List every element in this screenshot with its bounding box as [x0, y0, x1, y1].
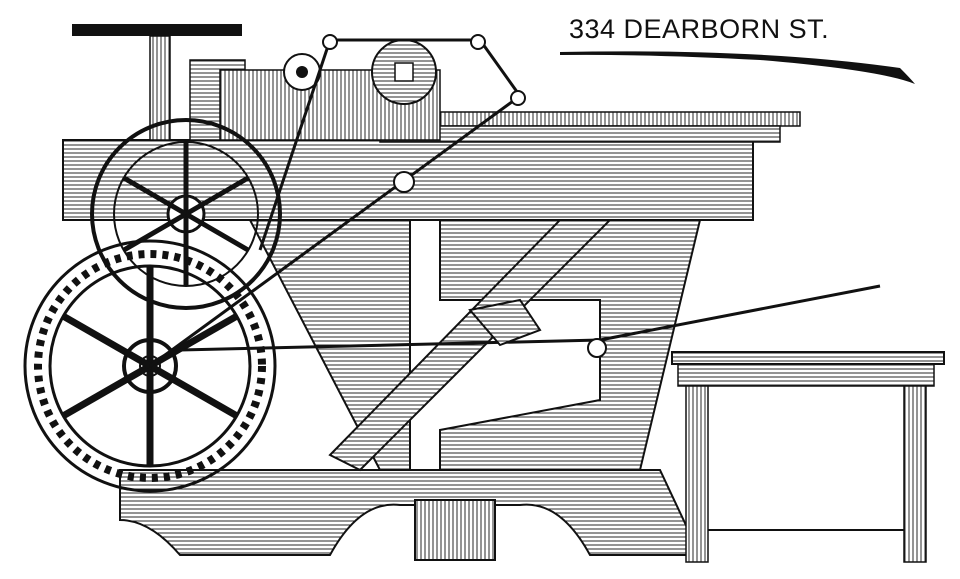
pivot-points: [322, 34, 607, 358]
caption-swash: [560, 51, 915, 84]
connecting-rods: [149, 38, 881, 368]
address-caption: 334 DEARBORN ST.: [569, 14, 830, 44]
press-frame: [62, 111, 801, 561]
upper-flywheel: [90, 118, 282, 310]
cam-shoe: [468, 298, 542, 347]
ink-roller-assembly: [219, 39, 441, 141]
delivery-table: [671, 351, 945, 563]
